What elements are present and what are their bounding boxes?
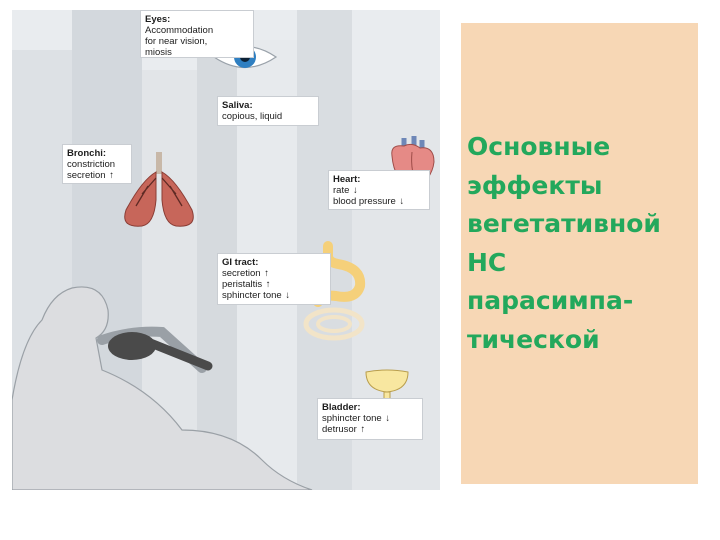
up-arrow-icon: ↑	[264, 268, 269, 279]
bladder-heading: Bladder:	[322, 402, 361, 413]
heart-effect-2: blood pressure	[333, 196, 396, 207]
bronchi-heading: Bronchi:	[67, 148, 107, 159]
eyes-label-box: Eyes: Accommodation for near vision, mio…	[140, 10, 254, 58]
bronchi-label-box: Bronchi: constriction secretion ↑	[62, 144, 132, 184]
title-line-1: Основные	[467, 132, 611, 161]
heart-label-box: Heart: rate ↓ blood pressure ↓	[328, 170, 430, 210]
saliva-heading: Saliva:	[222, 100, 253, 111]
bladder-label-box: Bladder: sphincter tone ↓ detrusor ↑	[317, 398, 423, 440]
bronchi-effect-1: constriction	[67, 159, 116, 170]
gi-tract-label-box: GI tract: secretion ↑ peristaltis ↑ sphi…	[217, 253, 331, 305]
human-figure	[12, 286, 313, 490]
gi-tract-heading: GI tract:	[222, 257, 259, 268]
down-arrow-icon: ↓	[285, 290, 291, 301]
saliva-effect-1: copious, liquid	[222, 111, 283, 122]
title-line-4: НС	[467, 247, 507, 277]
physiology-illustration: Eyes: Accommodation for near vision, mio…	[12, 10, 440, 490]
up-arrow-icon: ↑	[109, 170, 114, 181]
title-line-3: вегетативной	[467, 209, 661, 238]
gi-effect-2: peristaltis	[222, 279, 263, 290]
slide-title: Основные эффекты вегетативной НС парасим…	[467, 128, 707, 359]
bronchi-effect-2: secretion	[67, 170, 106, 181]
background-building	[197, 10, 237, 490]
heart-effect-1: rate	[333, 185, 350, 196]
eyes-effect-1: Accommodation	[145, 25, 214, 36]
title-line-6: тической	[467, 324, 600, 354]
gi-effect-3: sphincter tone	[222, 290, 282, 301]
stomach-intestine-illustration	[303, 241, 366, 341]
lungs-illustration	[124, 152, 194, 227]
eyes-effect-2: for near vision,	[145, 36, 208, 47]
up-arrow-icon: ↑	[265, 279, 271, 290]
down-arrow-icon: ↓	[353, 185, 358, 196]
title-line-2: эффекты	[467, 170, 603, 200]
down-arrow-icon: ↓	[399, 196, 405, 207]
gi-effect-1: secretion	[222, 268, 261, 279]
eyes-heading: Eyes:	[145, 14, 171, 25]
down-arrow-icon: ↓	[385, 413, 391, 424]
bladder-effect-1: sphincter tone	[322, 413, 382, 424]
title-panel	[461, 23, 698, 484]
bladder-illustration	[365, 369, 409, 402]
eyes-effect-3: miosis	[145, 47, 172, 58]
bladder-effect-2: detrusor	[322, 424, 357, 435]
saliva-label-box: Saliva: copious, liquid	[217, 96, 319, 126]
title-line-5: парасимпа-	[467, 286, 634, 315]
heart-heading: Heart:	[333, 174, 361, 185]
up-arrow-icon: ↑	[360, 424, 366, 435]
